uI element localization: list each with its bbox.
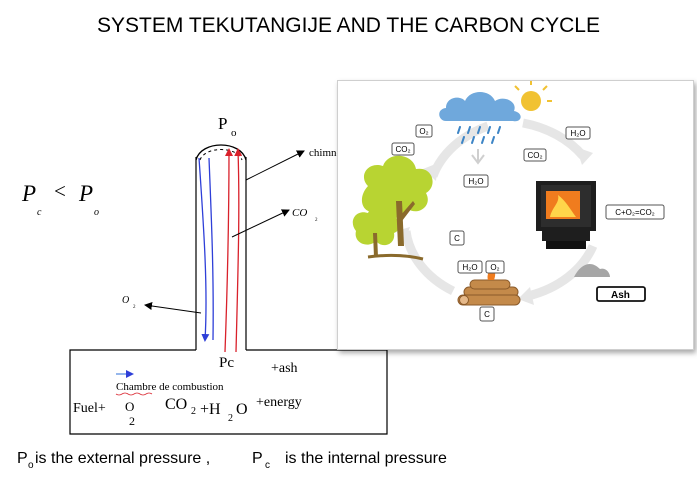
label-o2-bottom: O₂ [485,260,505,274]
eq-energy: +energy [256,395,302,410]
gas-outflow-line [224,148,233,353]
air-inflow-line-2 [208,157,214,341]
page-title: SYSTEM TEKUTANGIJE AND THE CARBON CYCLE [97,14,600,37]
o2-pointer [144,302,202,314]
svg-text:H₂O: H₂O [468,177,483,186]
pressure-po-sub: o [94,207,99,218]
svg-text:C+O₂=CO₂: C+O₂=CO₂ [615,208,655,217]
pressure-po-var: P [78,181,93,206]
spellcheck-underline [115,392,153,396]
pc-label: Pc [219,355,234,371]
wood-logs-icon [457,265,521,306]
combustion-chamber [69,349,388,435]
eq-o: O [236,401,248,418]
carbon-cycle-panel: O₂ CO₂ H₂O CO₂ H₂O C [337,80,694,350]
ash-label: +ash [271,361,298,376]
label-reaction: C+O₂=CO₂ [605,204,665,220]
pressure-pc-var: P [21,181,36,206]
po-top-label: P [218,114,227,133]
label-h2o-center: H₂O [463,174,489,188]
label-h2o-right: H₂O [565,126,591,140]
label-ash: Ash [596,286,646,302]
po-top-sub: o [231,127,237,139]
air-inflow-line [198,157,210,342]
stove-icon [536,181,596,249]
svg-text:Ash: Ash [611,290,630,301]
tree-icon [352,155,433,261]
footer-po-text: is the external pressure , [35,450,210,467]
sun-icon [514,81,552,111]
svg-text:CO₂: CO₂ [527,151,542,160]
svg-text:C: C [484,310,490,319]
combustion-equation: Fuel+ O 2 CO 2 +H 2 O +energy [73,395,302,428]
label-co2-left: CO₂ [391,142,415,156]
svg-text:H₂O: H₂O [462,263,477,272]
footer-pc-text: is the internal pressure [285,450,447,467]
label-c-tree: C [449,230,465,246]
chamber-label: Chambre de combustion [116,381,224,393]
footer-po-var: P [17,450,28,467]
chimney-pointer [245,150,305,181]
label-co2-right: CO₂ [523,148,547,162]
label-h2o-bottom: H₂O [457,260,483,274]
rain-icon [457,126,501,144]
eq-o2-sub: 2 [129,414,135,428]
eq-co2: CO [165,396,187,413]
svg-text:C: C [454,234,460,243]
label-o2-top: O₂ [415,124,433,138]
footer-caption: P o is the external pressure , P c is th… [17,450,447,471]
eq-o2: O [125,399,134,414]
eq-plus-h: +H [200,401,221,418]
footer-pc-sub: c [265,460,270,471]
pressure-pc-sub: c [37,207,42,218]
ash-pile-icon [574,263,610,277]
gas-outflow-line-2 [234,148,243,353]
chimney-cap-dashed-arc [199,149,243,161]
eq-co2-sub: 2 [191,406,196,417]
carbon-cycle-illustration: O₂ CO₂ H₂O CO₂ H₂O C [352,81,665,322]
o2-label: O [122,295,129,306]
footer-po-sub: o [28,460,34,471]
eq-fuel: Fuel+ [73,401,106,416]
rain-down-arrow [471,149,485,165]
chimney-cap-arc [195,144,247,161]
svg-text:H₂O: H₂O [570,129,585,138]
co2-sub: 2 [315,218,318,223]
cloud-icon [439,92,521,122]
label-c-wood: C [479,306,495,322]
svg-text:CO₂: CO₂ [395,145,410,154]
co2-label: CO [292,207,307,219]
svg-text:O₂: O₂ [419,127,428,136]
eq-h2o-sub: 2 [228,413,233,424]
footer-pc-var: P [252,450,263,467]
pressure-less-than: < [54,179,66,203]
co2-pointer [231,209,290,238]
chimney-structure [195,157,247,350]
o2-sub: 2 [133,305,136,310]
svg-text:O₂: O₂ [490,263,499,272]
